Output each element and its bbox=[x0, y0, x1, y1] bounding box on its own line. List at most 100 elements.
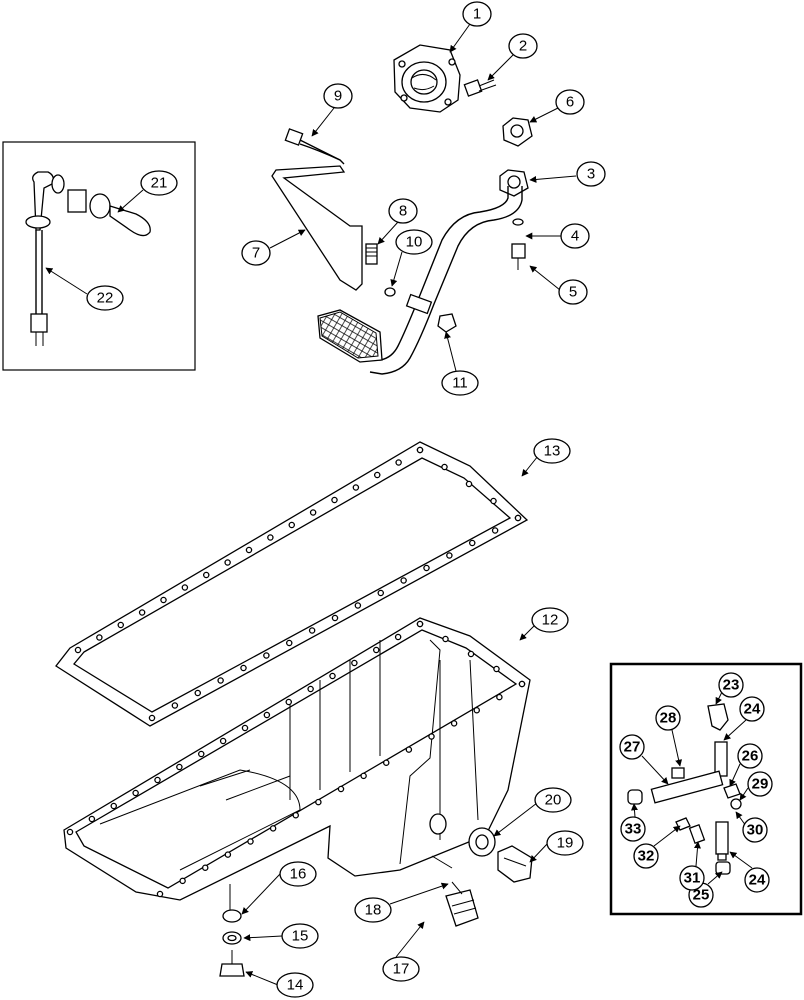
bolt-hole bbox=[467, 650, 475, 658]
bolt-hole bbox=[315, 798, 322, 806]
pump-bolt-drawing bbox=[463, 79, 497, 97]
bolt-hole bbox=[465, 480, 473, 488]
callout-20: 20 bbox=[534, 787, 572, 813]
leader-arrow bbox=[241, 873, 281, 915]
bolt-hole bbox=[373, 471, 381, 479]
leader-arrow bbox=[729, 763, 741, 787]
bolt-hole bbox=[405, 746, 413, 753]
callout-10-label: 10 bbox=[406, 234, 423, 251]
bolt-hole bbox=[263, 711, 271, 719]
leader-arrow bbox=[487, 53, 515, 81]
callout-3-label: 3 bbox=[587, 166, 595, 183]
bolt-hole bbox=[197, 750, 205, 758]
leader-arrow bbox=[529, 842, 549, 863]
callout-29: 29 bbox=[747, 771, 773, 797]
bolt-hole bbox=[496, 693, 503, 701]
bolt-hole bbox=[224, 851, 232, 858]
callout-24-upper: 24 bbox=[739, 696, 765, 722]
callout-19-label: 19 bbox=[557, 835, 574, 852]
callout-17: 17 bbox=[382, 956, 420, 982]
callout-18-label: 18 bbox=[365, 902, 382, 919]
leader-arrow bbox=[444, 331, 457, 372]
leader-arrow bbox=[493, 802, 538, 837]
bolt-hole bbox=[292, 812, 299, 819]
callout-11: 11 bbox=[441, 370, 479, 396]
leader-arrow bbox=[117, 189, 144, 213]
bolt-hole bbox=[331, 614, 339, 622]
leader-arrow bbox=[529, 175, 577, 183]
bolt-hole bbox=[217, 677, 224, 684]
pickup-support-bracket-drawing bbox=[271, 128, 396, 297]
bolt-hole bbox=[176, 763, 183, 771]
bolt-hole bbox=[96, 634, 103, 641]
bolt-hole bbox=[446, 552, 453, 559]
callout-11-label: 11 bbox=[452, 375, 468, 392]
leader-arrow bbox=[45, 267, 88, 295]
callout-18: 18 bbox=[354, 897, 392, 923]
callout-29-label: 29 bbox=[752, 776, 769, 793]
bolt-hole bbox=[201, 864, 209, 872]
callout-16-label: 16 bbox=[290, 866, 307, 883]
callout-28: 28 bbox=[655, 705, 681, 731]
pan-fittings-drawing bbox=[219, 855, 479, 977]
leader-arrow bbox=[729, 851, 753, 869]
leader-arrow bbox=[269, 229, 306, 249]
callout-30: 30 bbox=[742, 817, 768, 843]
fitting-detail-inset bbox=[609, 662, 803, 916]
bolt-hole bbox=[337, 785, 345, 793]
leader-arrow bbox=[449, 23, 471, 53]
callout-2: 2 bbox=[508, 33, 538, 59]
callout-15: 15 bbox=[281, 923, 319, 949]
bolt-hole bbox=[416, 446, 424, 454]
bolt-hole bbox=[394, 633, 402, 641]
bolt-hole bbox=[132, 789, 139, 797]
callout-9-label: 9 bbox=[334, 88, 342, 105]
leader-arrow bbox=[243, 934, 283, 942]
callout-2-label: 2 bbox=[519, 38, 527, 55]
leader-arrow bbox=[245, 971, 279, 986]
callout-13-label: 13 bbox=[544, 443, 561, 460]
bolt-hole bbox=[468, 539, 476, 547]
leader-arrow bbox=[707, 871, 723, 885]
dipstick-inset bbox=[2, 141, 196, 371]
bolt-hole bbox=[518, 680, 526, 688]
callout-32-label: 32 bbox=[638, 848, 655, 865]
bolt-hole bbox=[491, 527, 499, 534]
oil-pan-gasket-drawing bbox=[55, 441, 529, 727]
bolt-hole bbox=[473, 707, 480, 714]
bolt-hole bbox=[181, 584, 189, 591]
leader-arrow bbox=[693, 841, 701, 867]
bolt-hole bbox=[450, 720, 458, 727]
bolt-hole bbox=[171, 702, 179, 709]
bolt-hole bbox=[441, 463, 448, 471]
oil-pickup-tube-drawing bbox=[317, 117, 533, 375]
leader-arrow bbox=[395, 921, 425, 958]
bolt-hole bbox=[117, 621, 125, 629]
callout-22-label: 22 bbox=[97, 290, 114, 307]
callout-12-label: 12 bbox=[542, 612, 559, 629]
bolt-hole bbox=[288, 521, 295, 529]
callout-10: 10 bbox=[395, 229, 433, 255]
bolt-hole bbox=[490, 497, 497, 505]
callout-14-label: 14 bbox=[287, 977, 304, 994]
bolt-hole bbox=[202, 571, 210, 579]
bolt-hole bbox=[377, 589, 384, 597]
bolt-hole bbox=[66, 828, 74, 836]
callout-21-label: 21 bbox=[151, 175, 168, 192]
bolt-hole bbox=[138, 609, 146, 616]
callout-33: 33 bbox=[620, 816, 646, 842]
bolt-hole bbox=[351, 659, 358, 667]
bolt-hole bbox=[514, 514, 522, 522]
bolt-hole bbox=[372, 646, 380, 654]
callout-23-label: 23 bbox=[723, 677, 740, 694]
callout-4: 4 bbox=[560, 223, 590, 249]
bolt-hole bbox=[160, 596, 167, 604]
callout-23: 23 bbox=[718, 672, 744, 698]
bolt-hole bbox=[285, 698, 292, 706]
leader-arrow bbox=[390, 251, 403, 287]
callout-15-label: 15 bbox=[292, 928, 309, 945]
bolt-hole bbox=[74, 646, 82, 654]
bolt-hole bbox=[307, 685, 314, 693]
callout-31: 31 bbox=[679, 865, 705, 891]
